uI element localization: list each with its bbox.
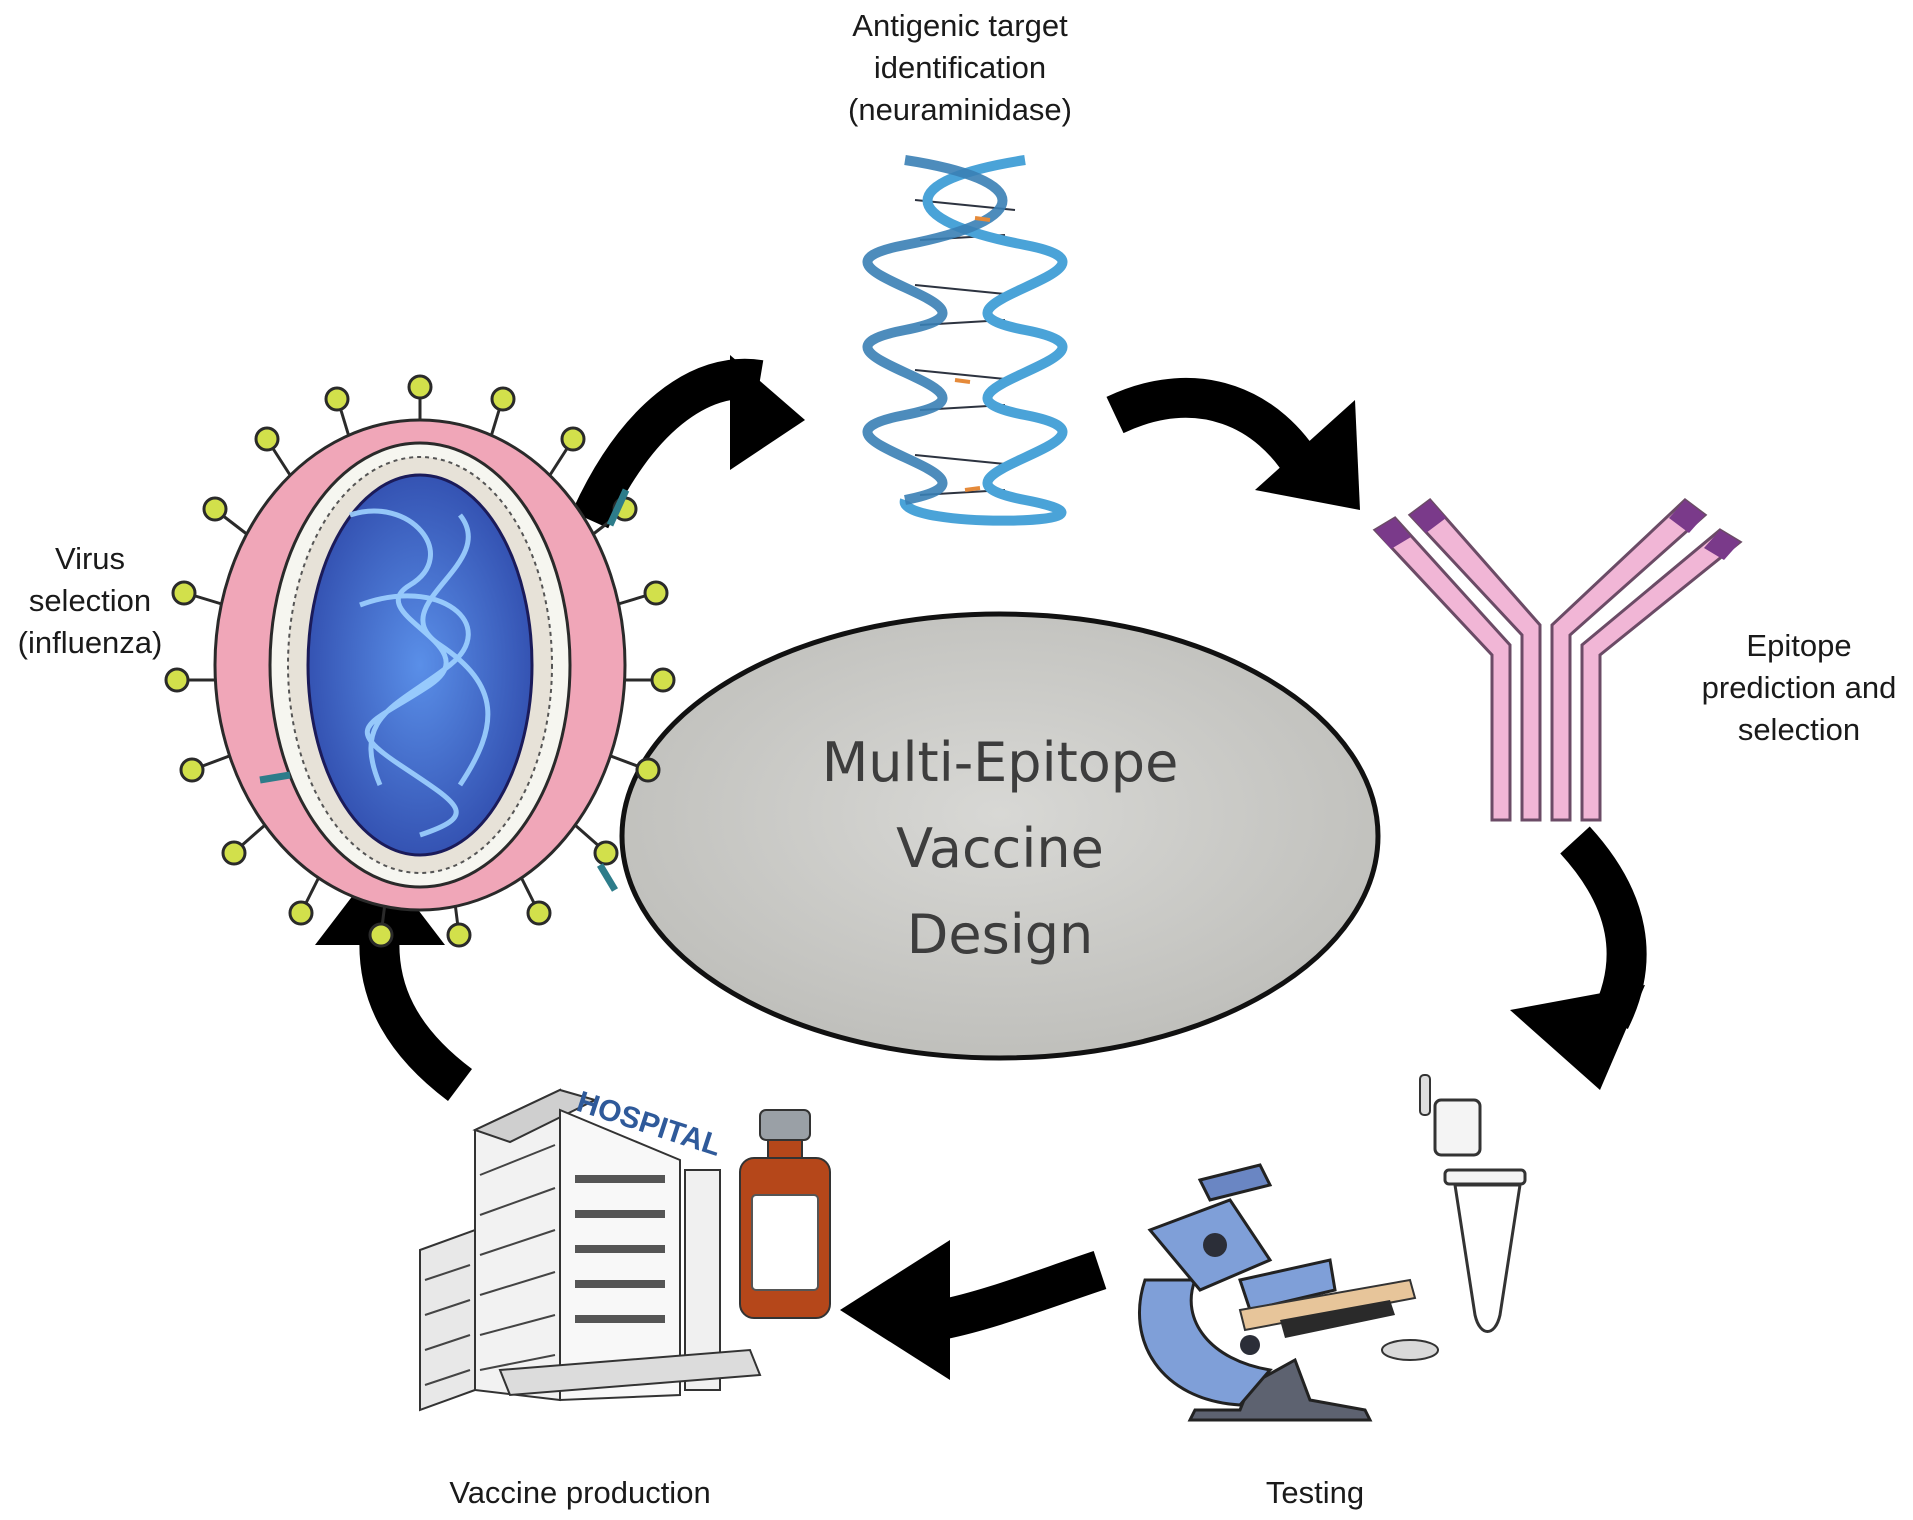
label-line: Testing <box>1265 1475 1365 1510</box>
center-title-line: Multi-Epitope <box>821 731 1179 794</box>
antibody-icon <box>1372 497 1743 822</box>
label-virus-selection: Virus selection (influenza) <box>10 538 170 664</box>
label-line: prediction and <box>1701 670 1897 705</box>
tube-icon <box>1419 1074 1527 1333</box>
label-vaccine-production: Vaccine production <box>400 1472 760 1514</box>
label-testing: Testing <box>1215 1472 1415 1514</box>
influenza-virus-icon <box>164 374 676 948</box>
center-title: Multi-Epitope Vaccine Design <box>700 720 1300 978</box>
label-line: (influenza) <box>17 625 163 660</box>
arrow-epitope-to-testing <box>1510 826 1647 1090</box>
arrow-virus-to-antigen <box>571 355 805 529</box>
label-line: Antigenic target <box>852 8 1068 43</box>
label-epitope-prediction: Epitope prediction and selection <box>1685 625 1913 751</box>
vaccine-vial-icon <box>739 1109 831 1319</box>
center-title-line: Design <box>906 903 1094 966</box>
label-line: identification <box>873 50 1047 85</box>
center-title-line: Vaccine <box>896 817 1104 880</box>
label-line: Vaccine production <box>449 1475 711 1510</box>
arrow-antigen-to-epitope <box>1106 377 1360 510</box>
arrow-testing-to-production <box>840 1240 1107 1380</box>
microscope-icon <box>1138 1163 1439 1422</box>
label-antigenic-target: Antigenic target identification (neurami… <box>820 5 1100 131</box>
hospital-icon: HOSPITAL <box>419 1085 762 1412</box>
label-line: Epitope <box>1746 628 1852 663</box>
label-line: selection <box>1737 712 1861 747</box>
label-line: Virus <box>54 541 126 576</box>
label-line: (neuraminidase) <box>848 92 1072 127</box>
center-oval <box>619 611 1381 1061</box>
dna-helix-icon <box>862 155 1068 526</box>
label-line: selection <box>28 583 152 618</box>
